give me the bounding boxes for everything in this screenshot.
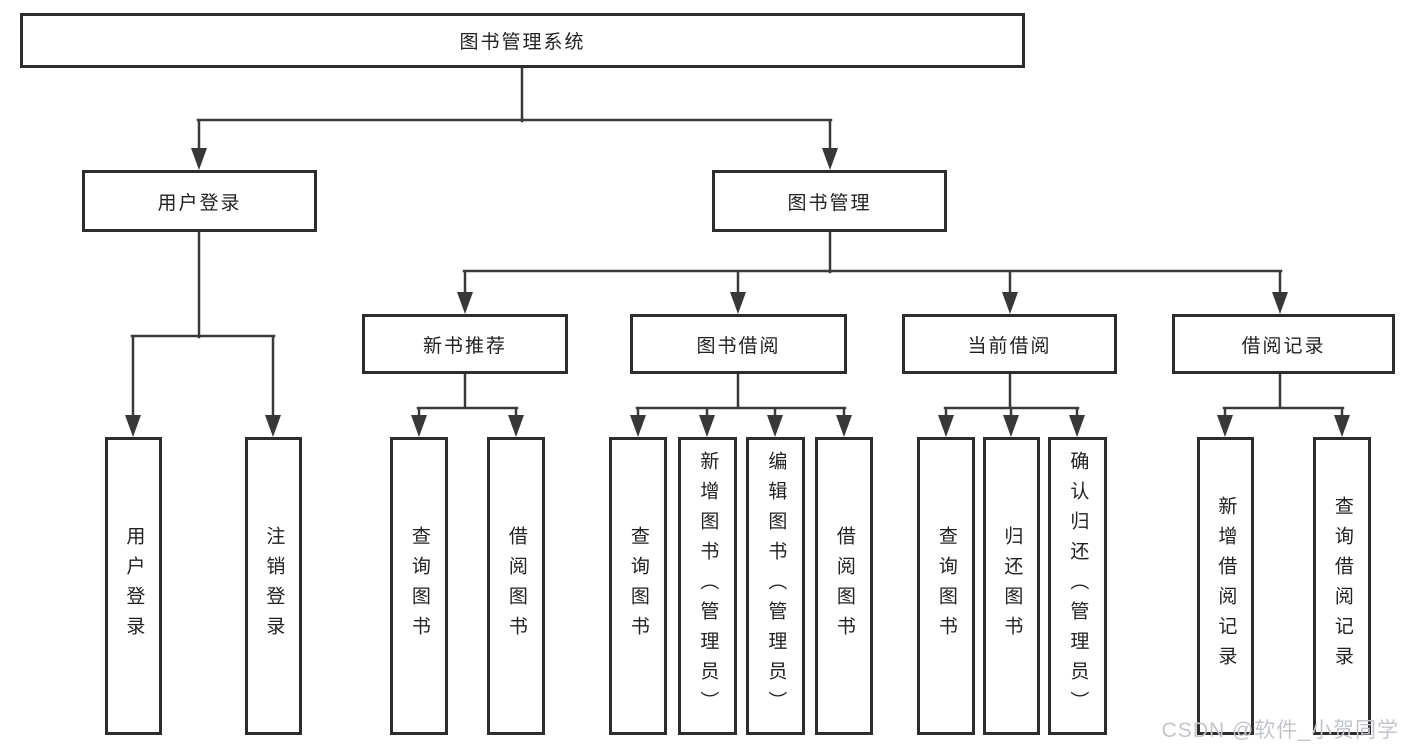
node-label: 当前借阅 bbox=[967, 335, 1052, 357]
node-user-login: 用户登录 bbox=[82, 170, 317, 232]
leaf-borrowing-edit-books-admin: 编辑图书（管理员） bbox=[746, 437, 805, 735]
node-label: 图书管理系统 bbox=[459, 32, 586, 53]
node-label: 用户登录 bbox=[157, 192, 242, 214]
arrowheads bbox=[938, 415, 1085, 437]
leaf-records-query-record: 查询借阅记录 bbox=[1313, 437, 1371, 735]
connector-book-management-children bbox=[457, 230, 1288, 314]
node-label: 用户登录 bbox=[123, 526, 145, 646]
leaf-user-login: 用户登录 bbox=[105, 437, 162, 735]
node-label: 新书推荐 bbox=[422, 335, 507, 357]
node-label: 查询图书 bbox=[408, 526, 430, 646]
connector-user-login-children bbox=[125, 230, 281, 437]
node-book-management: 图书管理 bbox=[712, 170, 947, 232]
node-label: 查询图书 bbox=[935, 526, 957, 646]
connector-root-to-level2 bbox=[191, 66, 838, 170]
node-label: 新增图书（管理员） bbox=[697, 451, 719, 721]
arrowheads bbox=[1217, 415, 1350, 437]
connector-line bbox=[943, 372, 1080, 420]
arrowheads bbox=[411, 415, 524, 437]
connector-current-borrowing-children bbox=[938, 372, 1085, 437]
node-root: 图书管理系统 bbox=[20, 13, 1025, 68]
leaf-borrowing-add-books-admin: 新增图书（管理员） bbox=[678, 437, 737, 735]
leaf-newbook-borrow-books: 借阅图书 bbox=[487, 437, 545, 735]
leaf-newbook-query-books: 查询图书 bbox=[390, 437, 448, 735]
arrowheads bbox=[457, 292, 1288, 314]
arrowheads bbox=[191, 148, 838, 170]
leaf-borrowing-borrow-books: 借阅图书 bbox=[815, 437, 873, 735]
leaf-current-confirm-return-admin: 确认归还（管理员） bbox=[1048, 437, 1107, 735]
leaf-current-query-books: 查询图书 bbox=[917, 437, 975, 735]
node-label: 确认归还（管理员） bbox=[1067, 451, 1089, 721]
connector-new-book-children bbox=[411, 372, 524, 437]
node-label: 图书管理 bbox=[787, 192, 872, 214]
connector-line bbox=[130, 230, 276, 420]
node-label: 查询图书 bbox=[627, 526, 649, 646]
connector-line bbox=[635, 372, 847, 420]
arrowheads bbox=[630, 415, 852, 437]
node-label: 借阅图书 bbox=[833, 526, 855, 646]
leaf-records-add-record: 新增借阅记录 bbox=[1197, 437, 1254, 735]
connector-line bbox=[462, 230, 1283, 296]
connector-borrow-records-children bbox=[1217, 372, 1350, 437]
node-label: 编辑图书（管理员） bbox=[765, 451, 787, 721]
node-label: 借阅记录 bbox=[1241, 335, 1326, 357]
leaf-logout: 注销登录 bbox=[245, 437, 302, 735]
watermark-text: CSDN @软件_小贺同学 bbox=[1161, 719, 1399, 742]
node-label: 注销登录 bbox=[263, 526, 285, 646]
node-new-book-recommend: 新书推荐 bbox=[362, 314, 568, 374]
leaf-current-return-books: 归还图书 bbox=[983, 437, 1040, 735]
node-label: 查询借阅记录 bbox=[1331, 496, 1353, 676]
node-current-borrowing: 当前借阅 bbox=[902, 314, 1117, 374]
leaf-borrowing-query-books: 查询图书 bbox=[609, 437, 667, 735]
node-borrow-records: 借阅记录 bbox=[1172, 314, 1395, 374]
node-label: 新增借阅记录 bbox=[1215, 496, 1237, 676]
node-label: 借阅图书 bbox=[505, 526, 527, 646]
node-book-borrowing: 图书借阅 bbox=[630, 314, 847, 374]
connector-line bbox=[1222, 372, 1345, 420]
connector-book-borrowing-children bbox=[630, 372, 852, 437]
connector-line bbox=[416, 372, 519, 420]
connector-line bbox=[196, 66, 833, 154]
node-label: 归还图书 bbox=[1001, 526, 1023, 646]
node-label: 图书借阅 bbox=[696, 335, 781, 357]
arrowheads bbox=[125, 415, 281, 437]
